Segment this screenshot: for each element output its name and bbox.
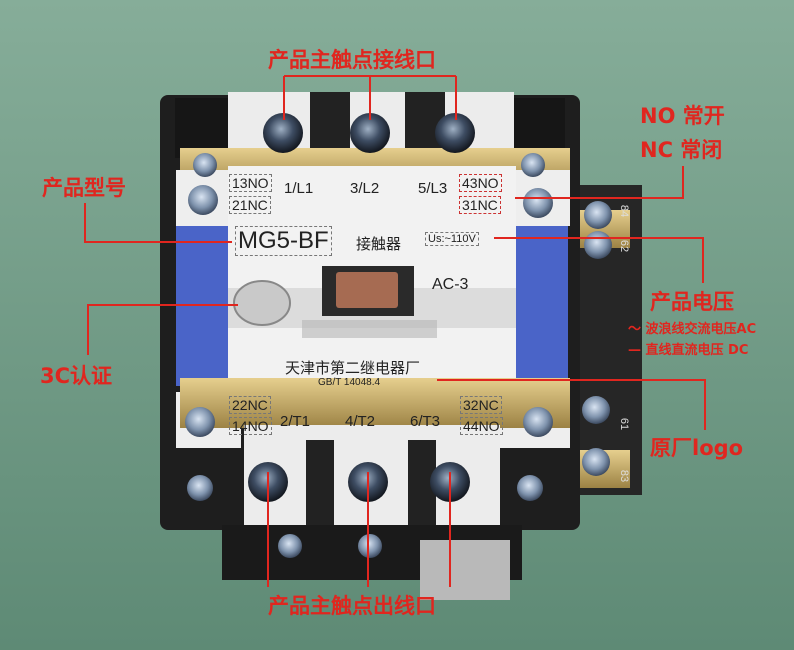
utilization-category: AC-3: [432, 276, 469, 293]
annotation-main-output: 产品主触点出线口: [268, 594, 436, 618]
terminal-label-t1: 2/T1: [280, 413, 311, 430]
annotation-logo: 原厂logo: [650, 436, 744, 460]
aux-top-left-1: 13NO: [229, 174, 272, 192]
annotation-voltage-ac: ～ 波浪线交流电压AC: [628, 322, 757, 337]
annotation-main-input: 产品主触点接线口: [268, 48, 436, 72]
aux-bottom-right-2: 44NO: [460, 417, 503, 435]
side-mark-62: 62: [618, 239, 631, 253]
device-type: 接触器: [356, 236, 402, 253]
side-mark-84: 84: [618, 204, 631, 218]
aux-top-right-2: 31NC: [459, 196, 501, 214]
terminal-label-t2: 4/T2: [345, 413, 376, 430]
aux-bottom-left-1: 22NC: [229, 396, 271, 414]
annotation-voltage-dc: — 直线直流电压 DC: [628, 343, 749, 358]
aux-bottom-right-1: 32NC: [460, 396, 502, 414]
annotation-no: NO 常开: [640, 104, 725, 128]
manufacturer-name: 天津市第二继电器厂: [285, 360, 421, 377]
aux-top-right-1: 43NO: [459, 174, 502, 192]
standard-number: GB/T 14048.4: [318, 377, 381, 388]
side-mark-61: 61: [618, 417, 631, 431]
aux-top-left-2: 21NC: [229, 196, 271, 214]
terminal-label-l3: 5/L3: [418, 180, 448, 197]
voltage-marking: Us:~110V: [425, 232, 479, 246]
side-mark-83: 83: [618, 469, 631, 483]
model-number: MG5-BF: [235, 226, 332, 256]
terminal-label-t3: 6/T3: [410, 413, 441, 430]
annotation-nc: NC 常闭: [640, 138, 723, 162]
annotation-model: 产品型号: [42, 176, 126, 200]
annotation-voltage: 产品电压: [650, 290, 734, 314]
terminal-label-l2: 3/L2: [350, 180, 380, 197]
annotation-3c: 3C认证: [40, 364, 113, 388]
terminal-label-l1: 1/L1: [284, 180, 314, 197]
aux-bottom-left-2: 14NO: [229, 417, 272, 435]
